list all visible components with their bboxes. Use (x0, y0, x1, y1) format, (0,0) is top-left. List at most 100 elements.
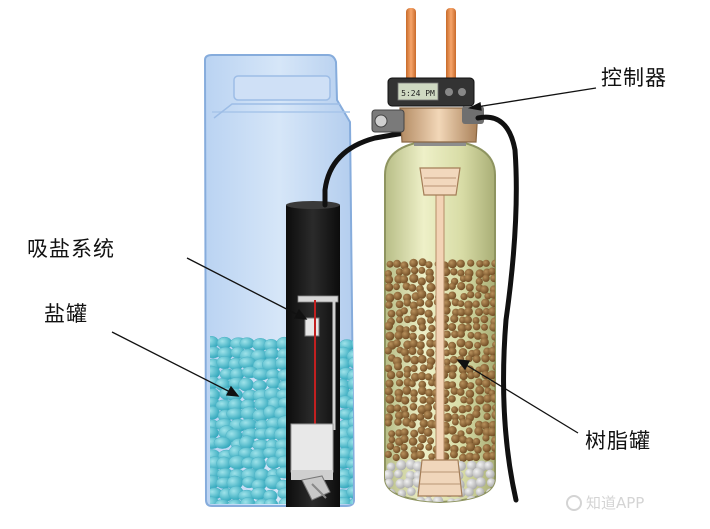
resin-bead (464, 404, 472, 412)
resin-bead (386, 404, 396, 414)
resin-bead (491, 443, 495, 452)
resin-bead (451, 413, 459, 421)
resin-bead (475, 385, 485, 395)
resin-bead (448, 381, 457, 389)
resin-bead (408, 421, 416, 429)
resin-bead (488, 346, 495, 356)
resin-bead (465, 365, 474, 374)
resin-bead (385, 413, 393, 423)
resin-bead (475, 308, 483, 317)
resin-bead (467, 331, 475, 339)
lcd-readout: 5:24 PM (401, 89, 435, 98)
resin-bead (466, 442, 476, 452)
resin-bead (424, 373, 432, 381)
watermark: 知道APP (566, 492, 644, 513)
resin-bead (400, 348, 409, 357)
resin-bead (400, 307, 408, 315)
salt-pellet (348, 356, 353, 369)
resin-bead (467, 259, 475, 267)
brine-line (322, 129, 413, 208)
resin-bead (409, 314, 417, 323)
resin-bead (419, 364, 428, 372)
gravel-pebble (466, 460, 477, 471)
controller-label: 控制器 (601, 66, 667, 90)
resin-bead (457, 269, 465, 277)
resin-bead (385, 364, 393, 373)
resin-bead (451, 434, 461, 444)
resin-bead (411, 372, 420, 382)
resin-bead (492, 363, 495, 371)
resin-bead (396, 316, 403, 324)
resin-bead (492, 341, 495, 349)
resin-bead (487, 427, 495, 437)
brine-suction-system-label: 吸盐系统 (27, 237, 115, 261)
resin-bead (482, 259, 490, 267)
gravel-pebble (466, 478, 478, 490)
resin-bead (443, 349, 451, 357)
resin-bead (474, 341, 482, 349)
resin-bead (472, 355, 481, 364)
resin-bead (483, 412, 491, 421)
gravel-pebble (394, 469, 403, 479)
resin-bead (418, 380, 427, 389)
resin-bead (385, 450, 392, 458)
salt-pellet (347, 377, 353, 391)
resin-bead (395, 379, 404, 387)
resin-bead (426, 362, 434, 370)
resin-bead (417, 371, 427, 381)
resin-bead (459, 453, 468, 462)
resin-bead (466, 397, 474, 405)
resin-bead (393, 404, 402, 412)
resin-bead (423, 410, 433, 420)
resin-bead (409, 332, 417, 341)
resin-bead (410, 429, 419, 438)
resin-bead (427, 437, 435, 445)
brine-tank (203, 54, 356, 507)
resin-bead (428, 379, 436, 387)
gravel-pebble (465, 468, 475, 478)
resin-bead (489, 354, 495, 362)
resin-bead (459, 379, 469, 390)
resin-bead (410, 355, 420, 365)
resin-bead (448, 395, 456, 403)
resin-bead (426, 282, 436, 292)
gravel-pebble (485, 496, 495, 502)
resin-bead (464, 315, 472, 324)
resin-bead (386, 370, 396, 380)
resin-bead (448, 291, 457, 300)
resin-bead (408, 284, 417, 292)
resin-bead (396, 370, 404, 379)
resin-bead (451, 330, 459, 339)
resin-bead (451, 298, 460, 307)
resin-bead (472, 453, 480, 461)
resin-bead (476, 260, 484, 268)
resin-bead (472, 437, 481, 446)
resin-bead (467, 291, 475, 299)
brine-well (286, 201, 340, 507)
resin-bead (464, 274, 473, 283)
resin-bead (408, 347, 417, 355)
resin-bead (385, 321, 394, 331)
resin-bead (448, 371, 457, 380)
resin-bead (465, 283, 474, 292)
resin-bead (457, 330, 465, 338)
resin-bead (483, 394, 493, 403)
resin-bead (416, 341, 425, 350)
resin-bead (450, 268, 458, 276)
resin-bead (464, 418, 472, 426)
resin-bead (402, 267, 411, 276)
resin-bead (458, 348, 468, 357)
control-valve: 5:24 PM (371, 77, 484, 146)
resin-bead (425, 388, 434, 397)
resin-bead (472, 348, 481, 357)
resin-bead (418, 334, 426, 341)
resin-bead (472, 409, 481, 419)
resin-bead (459, 316, 467, 324)
resin-bead (456, 259, 465, 268)
gravel-pebble (485, 469, 495, 479)
gravel-pebble (472, 467, 484, 479)
resin-bead (409, 403, 418, 411)
resin-bead (475, 378, 483, 386)
gravel-pebble (396, 460, 407, 471)
